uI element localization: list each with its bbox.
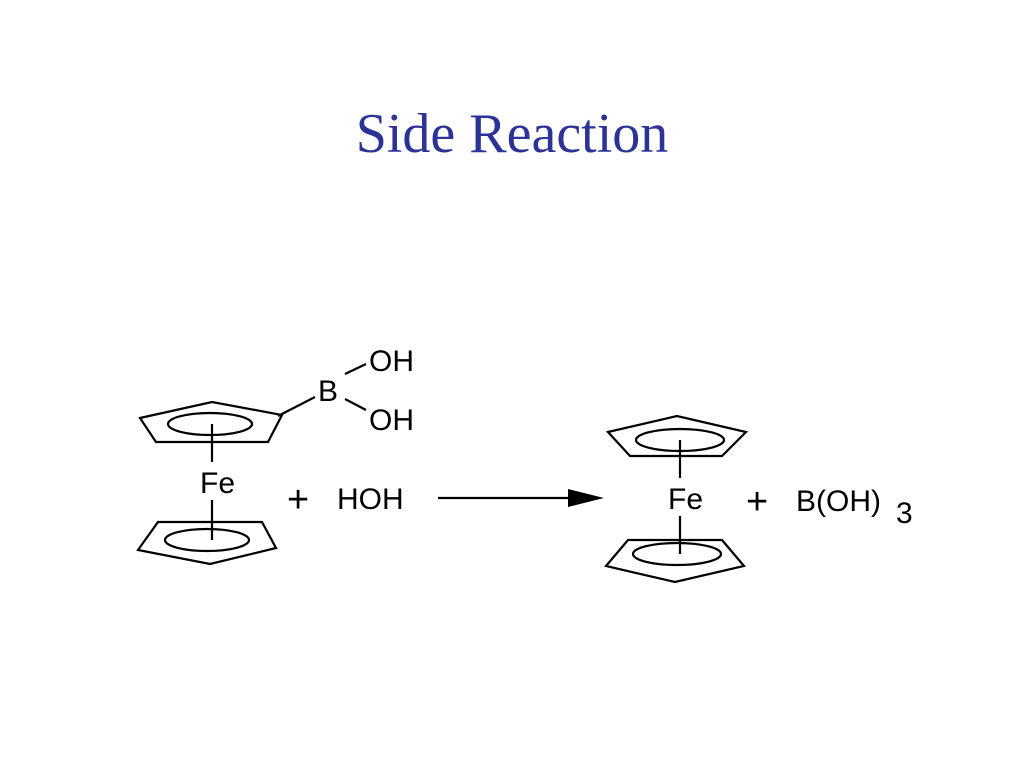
reactant-oh-bottom-label: OH: [369, 404, 414, 437]
product-ferrocene: Fe: [603, 414, 749, 584]
reactant-oh-top-label: OH: [369, 345, 414, 378]
reactant-top-cp-ring-inner: [166, 411, 254, 437]
reactant-ferroceneboronic-acid: Fe B OH OH: [136, 345, 414, 566]
boric-acid-label: B(OH): [796, 485, 881, 518]
reactant-top-cp-ring: [138, 400, 284, 444]
reactant-ring-boron-bond: [277, 396, 316, 417]
product-bottom-cp-ring: [603, 538, 747, 584]
reactant-fe-label: Fe: [200, 467, 235, 500]
water-label: HOH: [337, 483, 404, 516]
reactant-bottom-cp-ring-inner: [163, 527, 251, 553]
plus-sign-1: +: [287, 479, 309, 521]
reactant-bottom-cp-ring: [136, 520, 278, 566]
plus-sign-2: +: [746, 481, 768, 523]
reaction-arrow-head: [568, 489, 604, 507]
boric-acid-subscript: 3: [896, 497, 913, 530]
reactant-boron-oh-bottom-bond: [344, 398, 367, 411]
product-bottom-cp-ring-inner: [631, 541, 723, 567]
slide-title: Side Reaction: [355, 103, 669, 165]
product-fe-label: Fe: [668, 483, 703, 516]
product-top-cp-ring: [605, 414, 749, 458]
reactant-boron-oh-top-bond: [344, 363, 367, 375]
reactant-boron-label: B: [318, 375, 338, 408]
reaction-arrow: [438, 489, 604, 507]
